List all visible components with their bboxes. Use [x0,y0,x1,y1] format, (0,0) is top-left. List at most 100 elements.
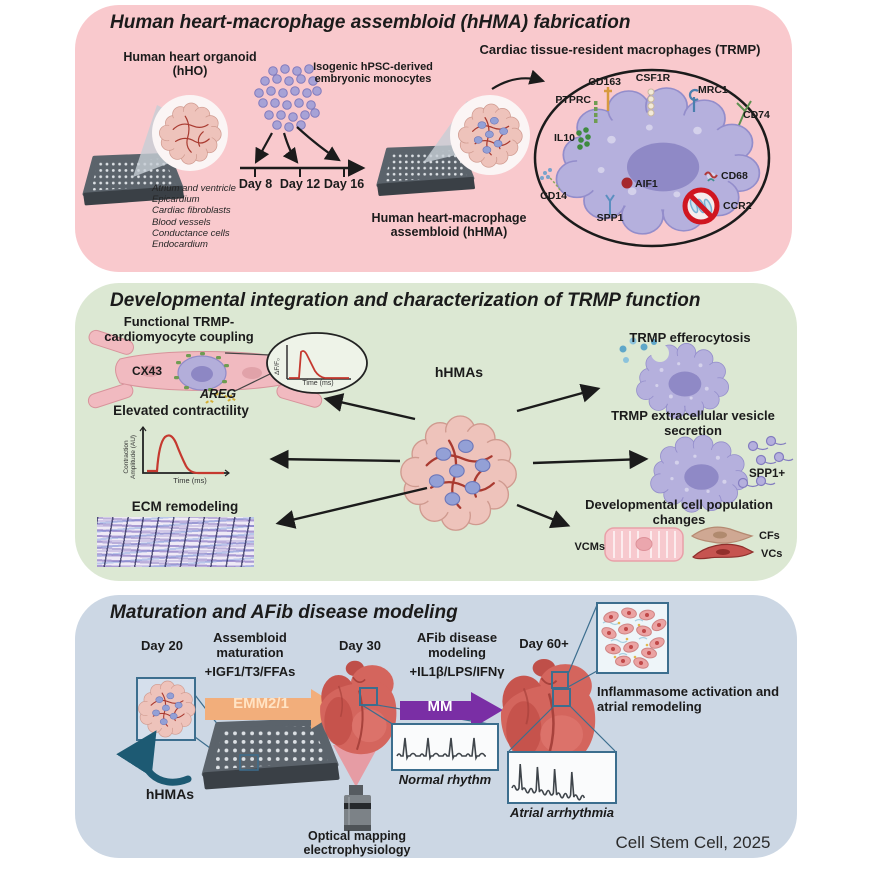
panel3-title: Maturation and AFib disease modeling [110,602,458,623]
plate-well-highlight [239,754,259,771]
cf-cell [690,526,754,544]
population-label: Developmental cell population changes [585,497,773,527]
marker-cd68: CD68 [721,170,748,182]
cd68-icon [704,171,718,182]
extracellular-vesicles [737,435,785,489]
marker-ccr2: CCR2 [723,200,752,212]
emm-arrow-label: EMM2/1 [233,695,289,712]
contraction-xlabel: Time (ms) [173,476,207,485]
aif1-icon [621,177,633,189]
cx43-label: CX43 [131,364,163,378]
maturation-label: Assembloid maturation [213,630,287,660]
vc-cell [692,543,755,560]
afib-label: AFib disease modeling [416,630,498,660]
csf1r-icon [647,88,655,117]
normal-ecg-trace [396,737,486,761]
ap-ylabel: ΔF/F₀ [274,358,281,375]
cd163-icon [604,87,612,111]
cardiomyocyte-coupling [87,329,323,409]
efferocytosis-cell [619,337,729,419]
hhmas-cycle-arrow [116,730,192,786]
atrial-zoom-line-1 [508,705,555,752]
light-cone [333,745,379,787]
hhmas-center-label: hHMAs [434,364,484,380]
trmp-title: Cardiac tissue-resident macrophages (TRM… [479,42,761,57]
panel1-graphics [75,64,771,248]
vcms-label: VCMs [574,541,605,553]
ecm-label: ECM remodeling [131,499,239,514]
vcm-cell [604,527,684,562]
cd74-icon [736,100,752,126]
calcium-trace-inset [266,332,368,394]
inset-line-bottom [234,372,273,392]
panel1-title: Human heart-macrophage assembloid (hHMA)… [110,12,631,33]
marker-mrc1: MRC1 [698,84,728,96]
hhmas-label: hHMAs [145,786,195,802]
inflammasome-zoom-line-2 [567,670,598,688]
marker-csf1r: CSF1R [635,72,671,84]
hho-components: Atrium and ventricle Epicardium Cardiac … [152,183,236,251]
day60-label: Day 60+ [519,636,569,651]
seeding-arrows [254,126,341,164]
cd14-icon [540,168,561,191]
panel-characterization: Developmental integration and characteri… [75,283,797,581]
day60-atria-box-lower [552,688,571,707]
panel-fabrication: Human heart-macrophage assembloid (hHMA)… [75,5,792,272]
atrial-ecg-trace [511,763,586,801]
ptprc-icon [594,101,598,123]
ecm-texture [97,517,254,567]
vesicle-label: TRMP extracellular vesicle secretion [611,408,775,438]
trmp-ellipse [533,68,771,248]
vcs-label: VCs [761,548,783,560]
contraction-graph [139,426,230,477]
maturation-factors: +IGF1/T3/FFAs [204,664,296,679]
marker-cd14: CD14 [540,190,567,202]
atrial-arrhythmia-label: Atrial arrhythmia [509,805,615,820]
panel2-title: Developmental integration and characteri… [110,290,701,311]
to-trmp-arrow [491,69,546,90]
atrial-arrhythmia-box [507,751,617,804]
vesicle-cell [650,434,794,513]
timeline-day16: Day 16 [323,177,365,191]
monocyte-cluster [254,64,322,132]
marker-cd74: CD74 [743,109,770,121]
timeline-day8: Day 8 [238,177,273,191]
day30-heart [318,659,398,756]
areg-secretion [205,392,237,404]
afib-factors: +IL1β/LPS/IFNγ [409,664,505,679]
inflammasome-label: Inflammasome activation and atrial remod… [597,684,780,714]
day30-atria-box [359,687,378,706]
well-plate-maturation [205,721,338,788]
panel3-graphics [116,602,669,831]
coupling-label: Functional TRMP-cardiomyocyte coupling [104,314,254,344]
hho-label: Human heart organoid (hHO) [123,50,257,79]
panel2-graphics [87,329,794,562]
areg-label: AREG [199,387,237,401]
spp1-plus-label: SPP1+ [749,468,786,480]
inset-line-top [224,352,271,356]
marker-ptprc: PTPRC [555,94,591,106]
journal-citation: Cell Stem Cell, 2025 [615,833,771,852]
marker-il10: IL10 [553,132,575,144]
timeline-day12: Day 12 [279,177,321,191]
panel-disease-modeling: Maturation and AFib disease modeling Day… [75,595,797,858]
ccr2-prohibited-icon [682,187,720,225]
radiating-arrows [269,383,649,529]
cfs-label: CFs [759,530,780,542]
mm-arrow-label: MM [427,698,453,715]
ap-xlabel: Time (ms) [302,380,334,387]
mm-arrow [400,692,503,729]
contraction-ylabel: Contraction Amplitude (AU) [123,434,138,479]
monocytes-label: Isogenic hPSC-derived embryonic monocyte… [313,61,433,86]
spp1-icon [605,194,615,215]
cx43-gap-junctions [174,352,229,392]
efferocytosis-label: TRMP efferocytosis [629,330,751,345]
inflammasome-zoom-line-1 [567,604,598,675]
day30-label: Day 30 [339,638,381,653]
marker-aif1: AIF1 [635,178,658,190]
hhma-label: Human heart-macrophage assembloid (hHMA) [371,211,527,240]
mrc1-icon [688,88,699,112]
marker-cd163: CD163 [588,76,621,88]
normal-zoom-line-1 [361,704,395,726]
